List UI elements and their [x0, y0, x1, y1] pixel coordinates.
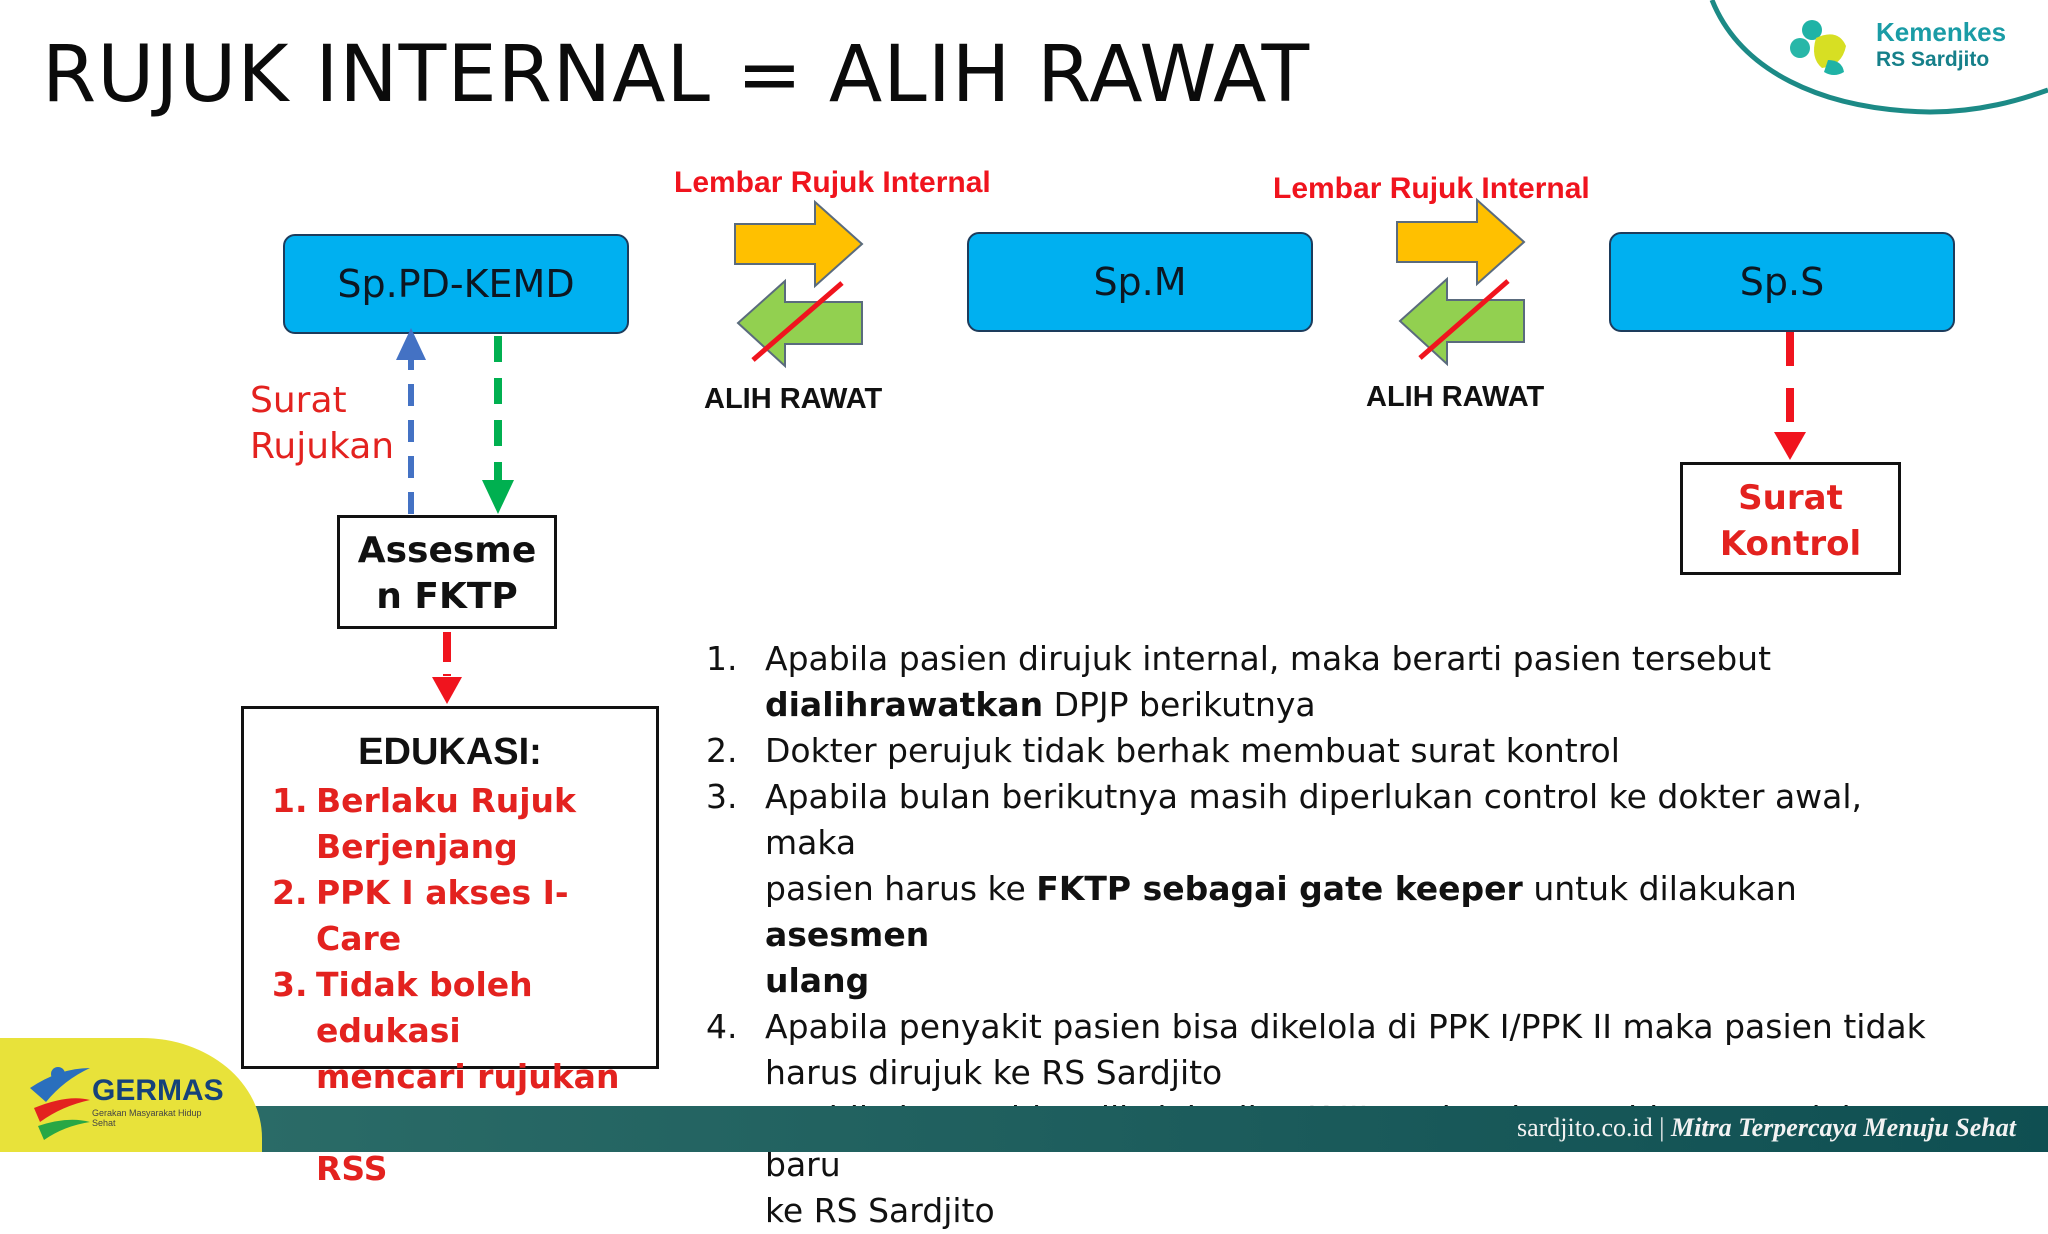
- edukasi-item-line: PPK I akses I-Care: [316, 873, 569, 958]
- yellow-arrow-right-right: [1396, 197, 1526, 287]
- footer-tagline: sardjito.co.id | Mitra Terpercaya Menuju…: [1517, 1113, 2016, 1143]
- rule-bold-text: asesmen: [765, 915, 930, 954]
- rule-number: 2.: [706, 731, 738, 770]
- edukasi-item-line: Berjenjang: [316, 827, 518, 866]
- footer-separator: |: [1659, 1113, 1665, 1142]
- kemenkes-logo-icon: [1790, 20, 1846, 75]
- strike-line-left: [751, 281, 844, 362]
- edukasi-item-number: 2.: [272, 873, 308, 912]
- lembar-rujuk-label-right: Lembar Rujuk Internal: [1273, 172, 1590, 205]
- edukasi-item: 2. PPK I akses I-Care: [258, 870, 642, 962]
- edukasi-item: 1. Berlaku Rujuk Berjenjang: [258, 778, 642, 870]
- rule-item: 2. Dokter perujuk tidak berhak membuat s…: [706, 728, 1926, 774]
- footer-tag: Mitra Terpercaya Menuju Sehat: [1670, 1113, 2016, 1142]
- edukasi-item-line: Berlaku Rujuk: [316, 781, 576, 820]
- red-arrowhead-right-icon: [1774, 432, 1806, 460]
- assesmen-line2: n FKTP: [376, 576, 518, 617]
- surat-rujukan-line2: Rujukan: [250, 426, 395, 467]
- surat-rujukan-label: Surat Rujukan: [250, 378, 394, 470]
- rule-text: Dokter perujuk tidak berhak membuat sura…: [765, 731, 1620, 770]
- rule-text: Apabila pasien dirujuk internal, maka be…: [765, 639, 1772, 678]
- edukasi-item-number: 3.: [272, 965, 308, 1004]
- surat-kontrol-line1: Surat: [1738, 478, 1843, 518]
- rule-text: Apabila bulan berikutnya masih diperluka…: [765, 777, 1863, 862]
- blue-arrowhead-icon: [396, 328, 426, 360]
- germas-logo-icon: [30, 1067, 90, 1140]
- surat-kontrol-line2: Kontrol: [1719, 524, 1862, 564]
- header-decoration: [1709, 0, 2048, 115]
- green-arrowhead-icon: [482, 480, 514, 514]
- alih-rawat-label-left: ALIH RAWAT: [704, 383, 883, 415]
- edukasi-item-line: RSS: [316, 1149, 388, 1188]
- rule-bold-text: ulang: [765, 961, 870, 1000]
- rule-text: DPJP berikutnya: [1043, 685, 1316, 724]
- rule-bold-text: FKTP sebagai gate keeper: [1036, 869, 1523, 908]
- rule-text: ke RS Sardjito: [765, 1191, 995, 1230]
- rule-text: untuk dilakukan: [1522, 869, 1797, 908]
- surat-rujukan-line1: Surat: [250, 380, 347, 421]
- page-title: RUJUK INTERNAL = ALIH RAWAT: [42, 30, 1311, 120]
- footer-bar: [0, 1106, 2048, 1152]
- footer-site: sardjito.co.id: [1516, 1113, 1653, 1142]
- germas-logo-text: GERMAS: [92, 1074, 224, 1107]
- red-arrowhead-left-icon: [432, 677, 462, 704]
- node-sp-m: Sp.M: [967, 232, 1313, 332]
- rule-item: 3. Apabila bulan berikutnya masih diperl…: [706, 774, 1926, 1004]
- kemenkes-logo-text: Kemenkes RS Sardjito: [1876, 18, 2006, 74]
- rule-text: harus dirujuk ke RS Sardjito: [765, 1053, 1223, 1092]
- logo-line1: Kemenkes: [1876, 17, 2007, 47]
- node-sp-s: Sp.S: [1609, 232, 1955, 332]
- rule-text: Apabila penyakit pasien bisa dikelola di…: [765, 1007, 1926, 1046]
- node-sp-pd-kemd: Sp.PD-KEMD: [283, 234, 629, 334]
- edukasi-item-line: Tidak boleh edukasi: [316, 965, 533, 1050]
- rule-number: 3.: [706, 777, 738, 816]
- germas-subtitle: Gerakan Masyarakat Hidup Sehat: [92, 1108, 202, 1128]
- assesmen-fktp-box: Assesme n FKTP: [337, 515, 557, 629]
- rule-item: 4. Apabila penyakit pasien bisa dikelola…: [706, 1004, 1926, 1096]
- rule-item: 1. Apabila pasien dirujuk internal, maka…: [706, 636, 1926, 728]
- diagram-arrows: [396, 197, 1806, 704]
- rule-bold-text: dialihrawatkan: [765, 685, 1044, 724]
- rule-number: 4.: [706, 1007, 738, 1046]
- rule-number: 1.: [706, 639, 738, 678]
- yellow-arrow-right-left: [734, 199, 864, 289]
- surat-kontrol-box: Surat Kontrol: [1680, 462, 1901, 575]
- alih-rawat-label-right: ALIH RAWAT: [1366, 381, 1545, 413]
- assesmen-line1: Assesme: [357, 530, 537, 571]
- strike-line-right: [1418, 279, 1510, 360]
- lembar-rujuk-label-left: Lembar Rujuk Internal: [674, 166, 991, 199]
- logo-line2: RS Sardjito: [1876, 48, 1990, 71]
- edukasi-item-number: 1.: [272, 781, 308, 820]
- rule-text: pasien harus ke: [765, 869, 1037, 908]
- edukasi-heading: EDUKASI:: [358, 731, 542, 773]
